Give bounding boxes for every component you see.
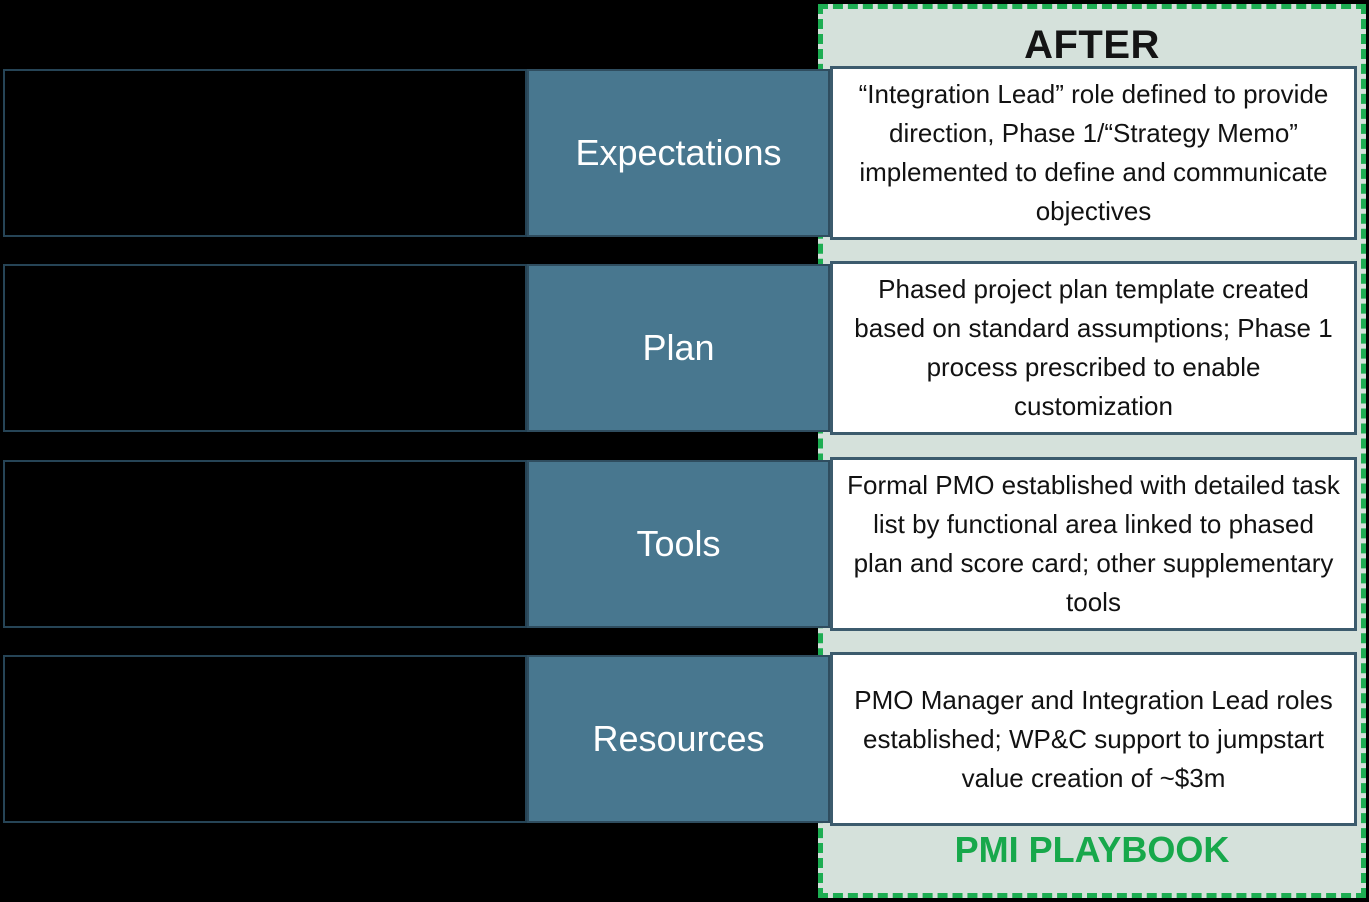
- before-redacted-box: [3, 460, 527, 628]
- before-redacted-box: [3, 264, 527, 432]
- after-panel-title: AFTER: [1024, 23, 1160, 67]
- category-label: Resources: [527, 655, 830, 823]
- after-description: Phased project plan template created bas…: [830, 261, 1357, 435]
- category-label: Expectations: [527, 69, 830, 237]
- comparison-row-resources: Resources PMO Manager and Integration Le…: [0, 652, 1369, 826]
- after-description: “Integration Lead” role defined to provi…: [830, 66, 1357, 240]
- comparison-row-expectations: Expectations “Integration Lead” role def…: [0, 66, 1369, 240]
- pmi-playbook-label: PMI PLAYBOOK: [954, 829, 1230, 870]
- after-description: Formal PMO established with detailed tas…: [830, 457, 1357, 631]
- before-redacted-box: [3, 655, 527, 823]
- after-description: PMO Manager and Integration Lead roles e…: [830, 652, 1357, 826]
- before-redacted-box: [3, 69, 527, 237]
- category-label: Tools: [527, 460, 830, 628]
- comparison-row-plan: Plan Phased project plan template create…: [0, 261, 1369, 435]
- comparison-row-tools: Tools Formal PMO established with detail…: [0, 457, 1369, 631]
- category-label: Plan: [527, 264, 830, 432]
